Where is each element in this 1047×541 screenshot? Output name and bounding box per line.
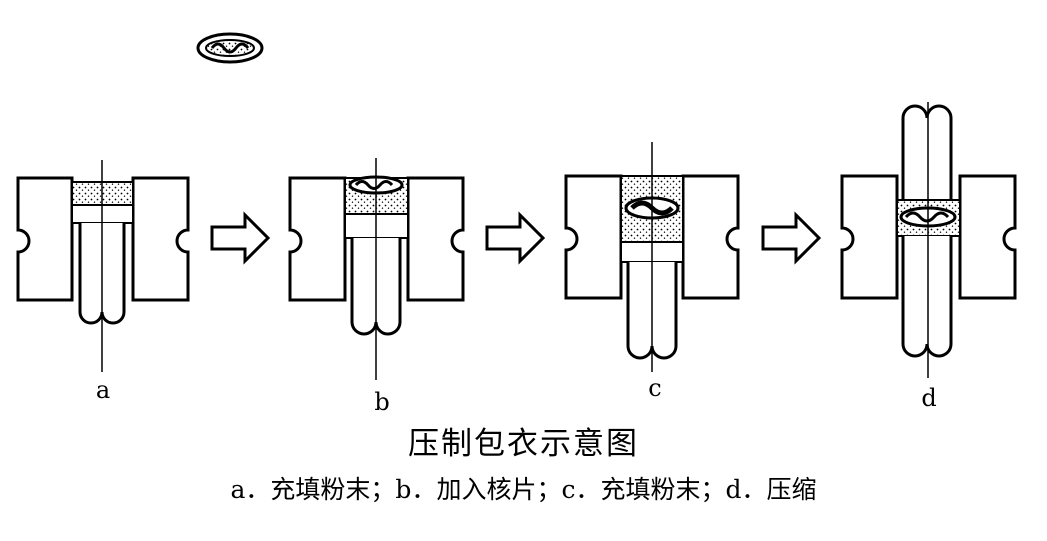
stage-b-die xyxy=(288,158,465,380)
arrow-right-icon xyxy=(485,211,546,265)
core-tablet-icon xyxy=(196,32,264,64)
stage-d-die xyxy=(840,102,1017,378)
stage-c-die xyxy=(564,142,740,372)
upper-punch xyxy=(901,104,953,200)
stage-a-die xyxy=(16,160,190,372)
stage-label-a: a xyxy=(95,376,111,404)
stage-label-d: d xyxy=(921,384,937,412)
lower-punch xyxy=(901,236,953,358)
stage-label-b: b xyxy=(374,388,390,416)
stage-label-c: c xyxy=(648,374,662,402)
arrow-right-icon xyxy=(761,211,822,265)
arrow-right-icon xyxy=(210,211,271,265)
figure-title: 压制包衣示意图 xyxy=(408,426,639,462)
figure-caption: a．充填粉末；b．加入核片；c．充填粉末；d．压缩 xyxy=(230,475,817,504)
